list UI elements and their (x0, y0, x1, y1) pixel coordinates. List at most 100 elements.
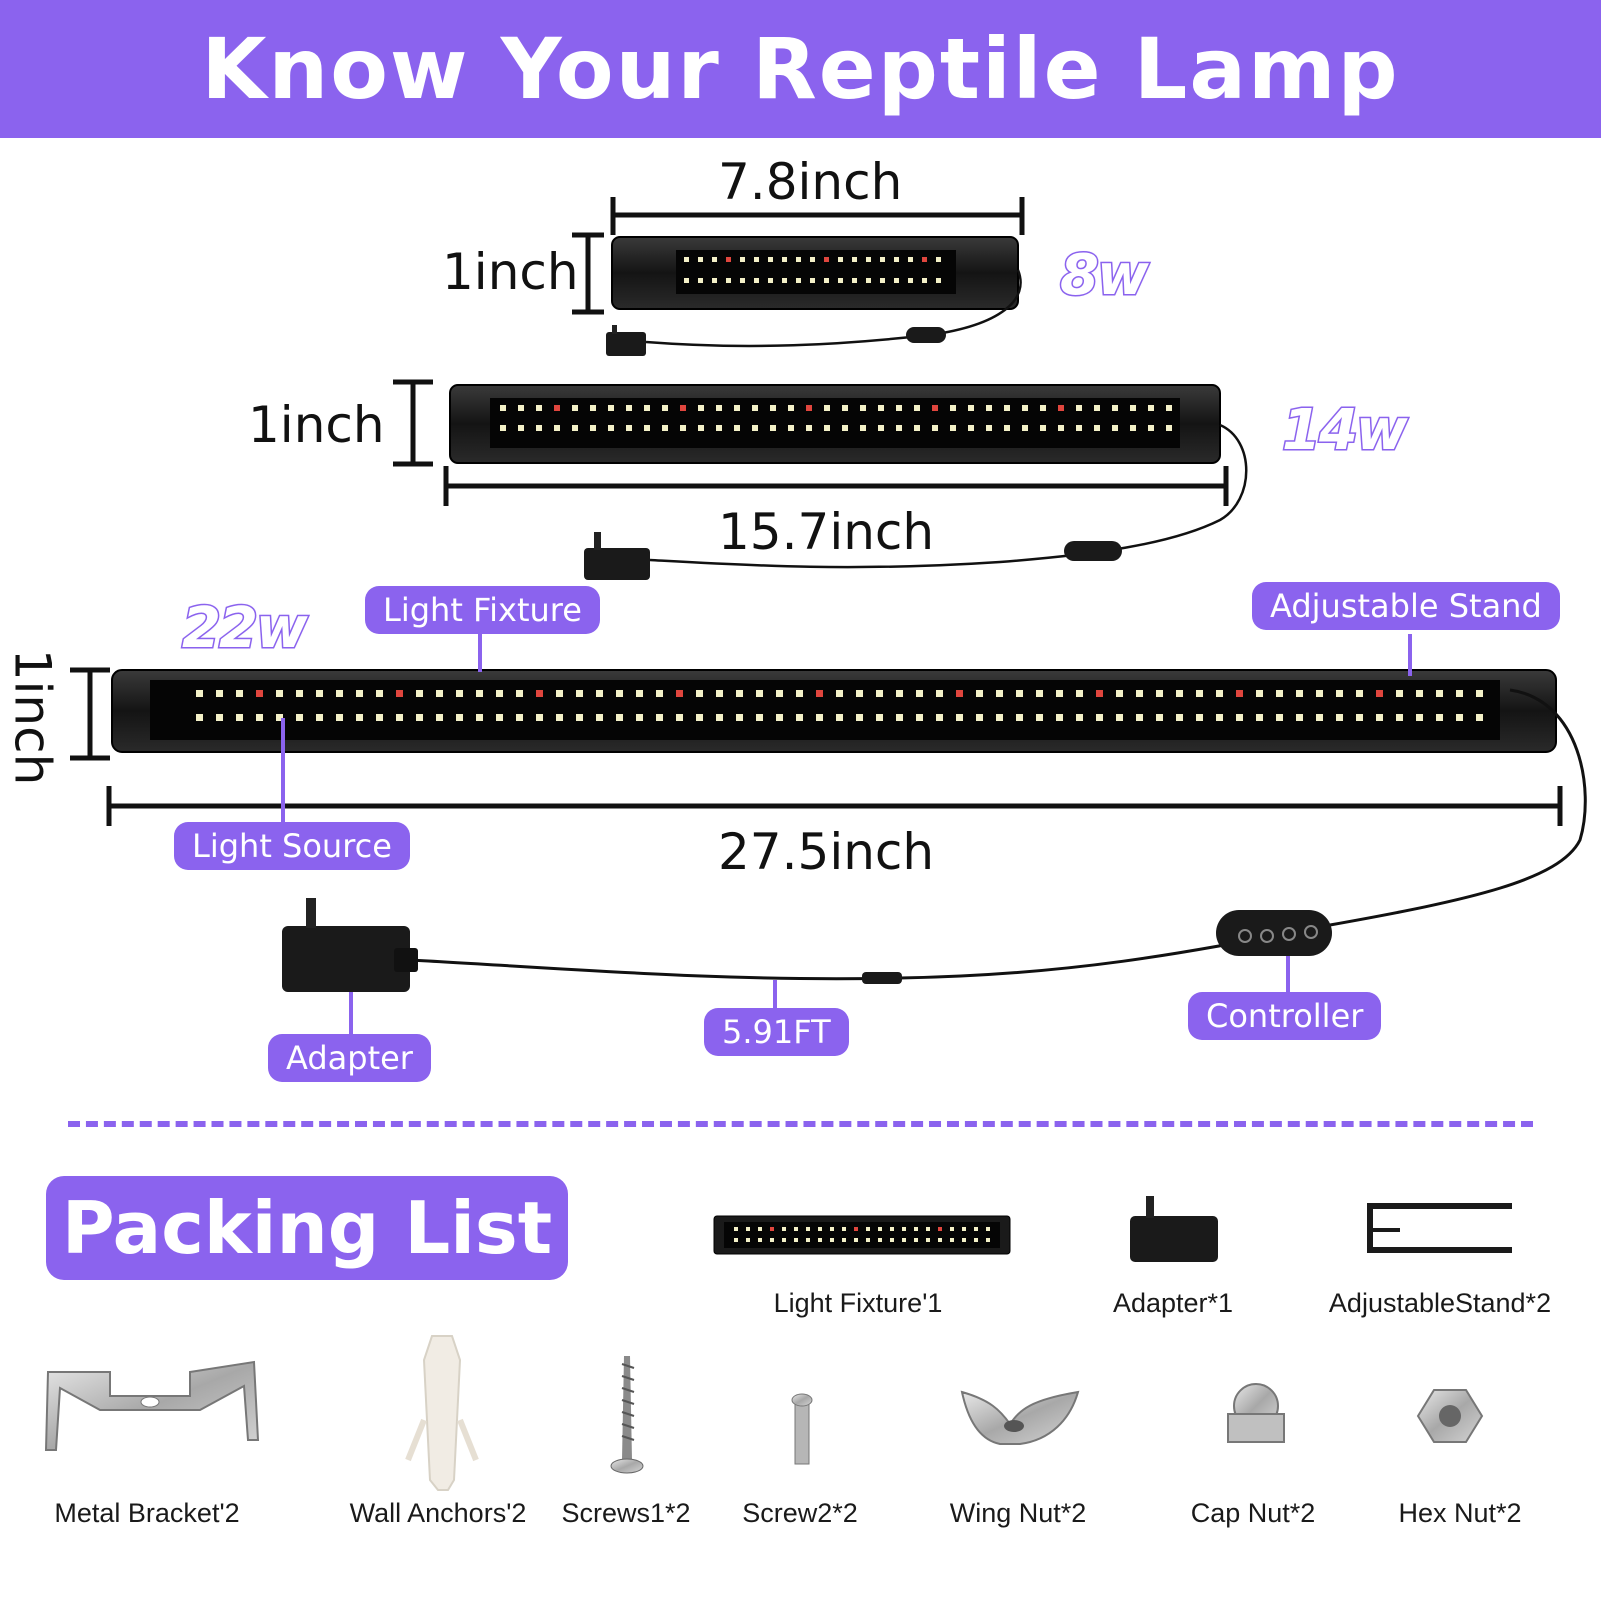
led-dot (838, 257, 843, 262)
led-dot (852, 278, 857, 283)
led-dot (1166, 425, 1172, 431)
led-dot (756, 714, 763, 721)
led-dot (1156, 690, 1163, 697)
led-dot (860, 425, 866, 431)
led-dot (752, 405, 758, 411)
led-dot (956, 690, 963, 697)
cable-connector-icon (862, 972, 902, 984)
led-dot (752, 425, 758, 431)
led-dot (854, 1238, 858, 1242)
adapter-medium-icon (584, 532, 650, 580)
led-dot (196, 714, 203, 721)
led-dot (416, 714, 423, 721)
led-dot (680, 425, 686, 431)
height-label-22w: 1inch (3, 648, 62, 786)
led-dot (536, 425, 542, 431)
led-dot (436, 714, 443, 721)
controller-medium-icon (1064, 541, 1122, 561)
led-dot (1296, 690, 1303, 697)
led-dot (824, 278, 829, 283)
length-label-22w: 27.5inch (718, 823, 935, 881)
led-dot (636, 690, 643, 697)
led-dot (968, 405, 974, 411)
led-dot (736, 714, 743, 721)
led-dot (796, 690, 803, 697)
callout-light-fixture: Light Fixture (365, 586, 600, 634)
led-dot (1436, 714, 1443, 721)
led-dot (636, 714, 643, 721)
led-dot (754, 257, 759, 262)
led-dot (806, 1227, 810, 1231)
led-dot (816, 714, 823, 721)
led-dot (914, 1227, 918, 1231)
led-dot (496, 690, 503, 697)
led-dot (770, 1227, 774, 1231)
led-dot (1148, 405, 1154, 411)
led-dot (922, 278, 927, 283)
led-dot (1216, 690, 1223, 697)
led-dot (356, 714, 363, 721)
led-dot (740, 257, 745, 262)
led-dot (890, 1238, 894, 1242)
cable-8w (645, 269, 1022, 348)
led-dot (842, 425, 848, 431)
led-dot (986, 1238, 990, 1242)
led-dot (726, 278, 731, 283)
dimension-line-15-7 (393, 379, 1229, 506)
led-dot (356, 690, 363, 697)
packing-item-label: Hex Nut*2 (1398, 1498, 1522, 1528)
controller-large-icon (1216, 910, 1332, 956)
led-dot (876, 690, 883, 697)
led-dot (1130, 405, 1136, 411)
led-dot (1148, 425, 1154, 431)
led-dot (950, 1238, 954, 1242)
led-dot (336, 690, 343, 697)
led-dot (1296, 714, 1303, 721)
led-dot (536, 714, 543, 721)
led-dot (1236, 714, 1243, 721)
led-dot (902, 1238, 906, 1242)
led-dot (376, 690, 383, 697)
led-dot (866, 278, 871, 283)
led-dot (796, 278, 801, 283)
led-dot (782, 1227, 786, 1231)
led-row (196, 690, 1483, 721)
led-dot (1396, 690, 1403, 697)
led-dot (896, 690, 903, 697)
led-dot (878, 405, 884, 411)
led-dot (516, 714, 523, 721)
led-dot (216, 690, 223, 697)
controller-small-icon (906, 327, 946, 343)
led-dot (662, 405, 668, 411)
led-dot (676, 690, 683, 697)
led-dot (956, 714, 963, 721)
led-dot (1004, 405, 1010, 411)
led-dot (842, 405, 848, 411)
led-dot (516, 690, 523, 697)
title-banner: Know Your Reptile Lamp (0, 0, 1601, 138)
led-dot (1176, 714, 1183, 721)
led-dot (1076, 405, 1082, 411)
led-dot (476, 714, 483, 721)
led-dot (1336, 690, 1343, 697)
led-dot (716, 690, 723, 697)
led-dot (932, 405, 938, 411)
led-dot (1216, 714, 1223, 721)
led-dot (880, 278, 885, 283)
led-dot (696, 714, 703, 721)
led-dot (996, 690, 1003, 697)
adapter-small-icon (606, 325, 646, 356)
led-dot (936, 257, 941, 262)
page-title: Know Your Reptile Lamp (201, 20, 1400, 118)
led-dot (316, 714, 323, 721)
led-dot (986, 1227, 990, 1231)
led-dot (316, 690, 323, 697)
led-dot (1040, 425, 1046, 431)
adapter-large-icon (282, 898, 418, 992)
led-dot (926, 1227, 930, 1231)
dimension-line-27-5 (70, 667, 1563, 826)
led-dot (996, 714, 1003, 721)
led-dot (818, 1238, 822, 1242)
led-dot (1196, 714, 1203, 721)
